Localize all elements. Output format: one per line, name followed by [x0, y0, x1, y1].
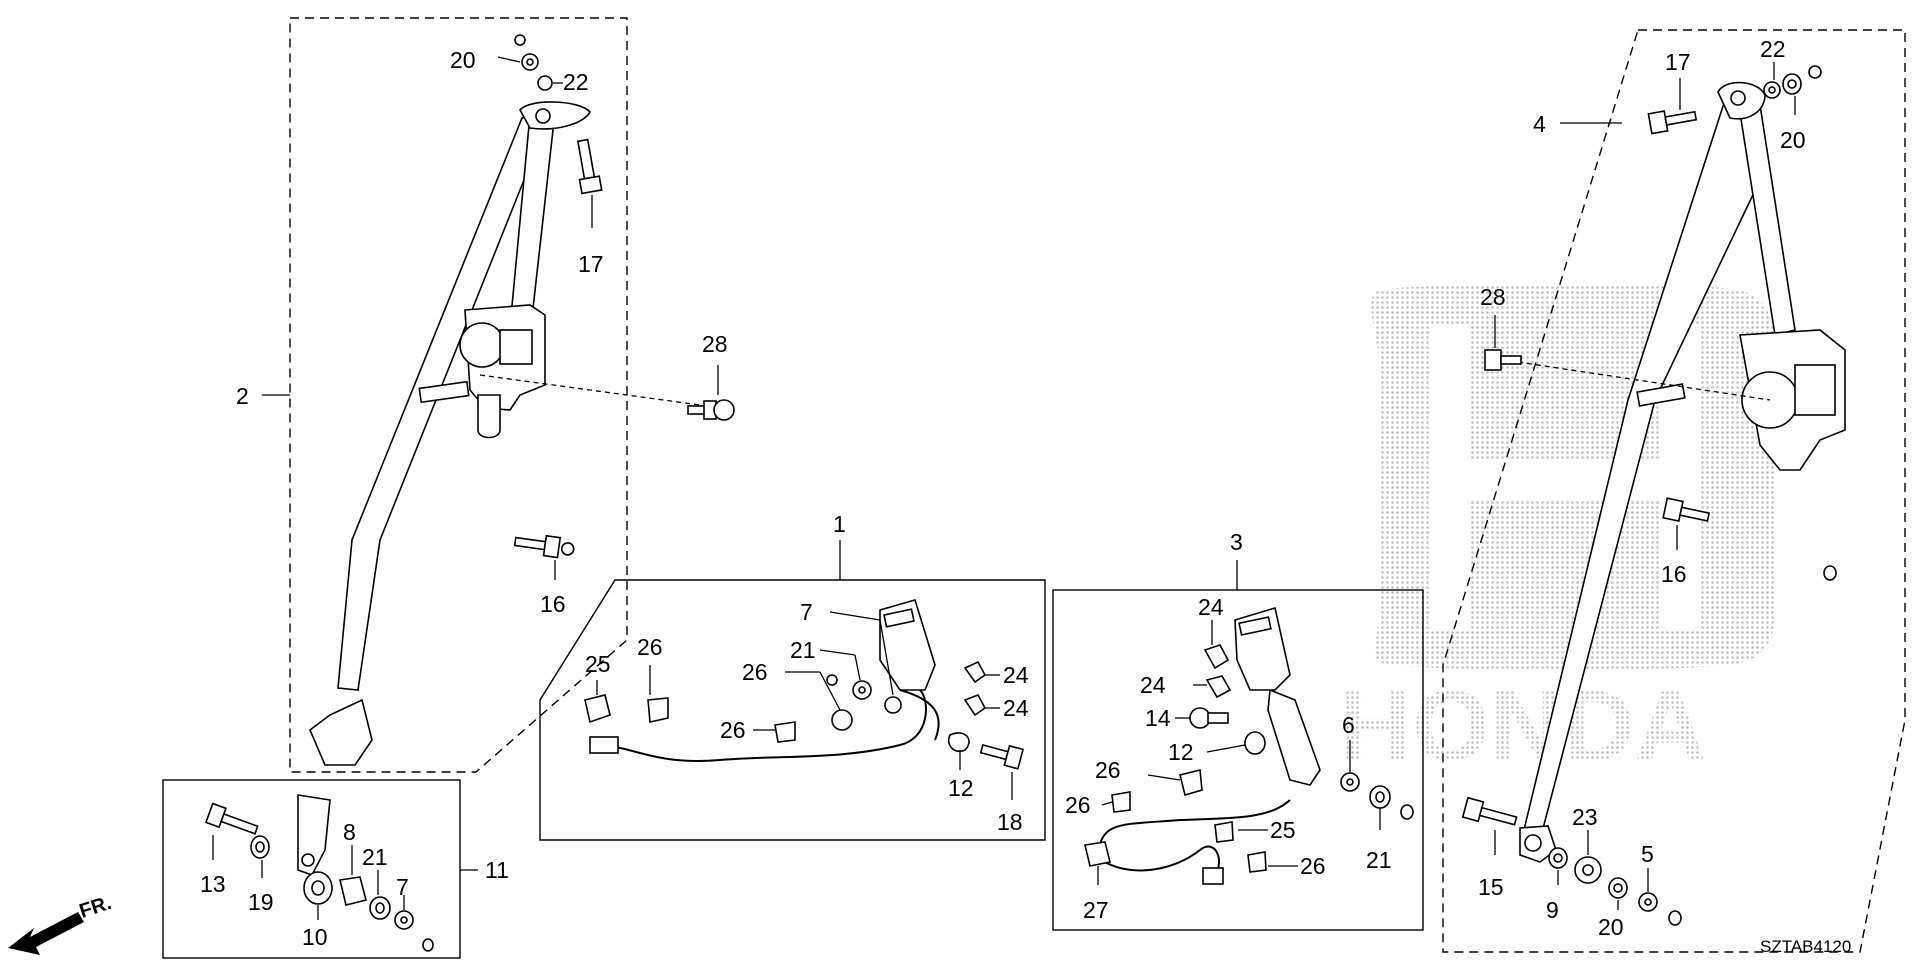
callout-27: 27	[1083, 897, 1109, 923]
callout-13: 13	[200, 871, 226, 897]
front-direction-arrow: FR.	[8, 892, 114, 955]
callout-26: 26	[742, 659, 768, 685]
group-2-boundary	[289, 17, 628, 773]
callout-19: 19	[248, 889, 274, 915]
bolt-17	[576, 138, 603, 195]
callout-21: 21	[362, 844, 388, 870]
callout-7: 7	[800, 599, 813, 625]
callout-20: 20	[1598, 914, 1624, 940]
callout-12: 12	[948, 775, 974, 801]
callout-15: 15	[1478, 874, 1504, 900]
group-1-boundary	[539, 579, 1046, 841]
callout-14: 14	[1145, 705, 1171, 731]
group-1-buckle: 1 7 21 26 26 26 25 24 24 12	[539, 511, 1046, 841]
group-1-label: 1	[833, 511, 846, 537]
group-3-buckle: 3 24 24 14 12 6 26 26	[1052, 529, 1424, 931]
honda-logo-watermark: HONDA	[1340, 284, 1776, 782]
group-4-boundary	[1442, 29, 1906, 953]
bolt-16	[513, 534, 575, 559]
group-4-label: 4	[1533, 111, 1546, 137]
callout-24: 24	[1140, 672, 1166, 698]
belt-guide	[418, 380, 470, 404]
callout-18: 18	[997, 809, 1023, 835]
bolt-13	[204, 802, 259, 835]
callout-26: 26	[637, 634, 663, 660]
group-3-boundary	[1052, 589, 1424, 931]
bolt-16	[1662, 497, 1711, 522]
callout-8: 8	[343, 819, 356, 845]
callout-21: 21	[790, 637, 816, 663]
callout-9: 9	[1546, 897, 1559, 923]
callout-20: 20	[450, 47, 476, 73]
callout-24: 24	[1003, 662, 1029, 688]
upper-anchor	[519, 101, 591, 130]
bolt-18	[979, 743, 1025, 770]
callout-25: 25	[585, 651, 611, 677]
callout-24: 24	[1003, 695, 1029, 721]
callout-24: 24	[1198, 594, 1224, 620]
group-11-anchor-set: 11 13 19 10 8 21 7	[162, 779, 509, 959]
callout-10: 10	[302, 924, 328, 950]
group-2-label: 2	[236, 383, 249, 409]
group-3-label: 3	[1230, 529, 1243, 555]
buckle-stalk	[1267, 688, 1321, 786]
callout-28: 28	[1480, 284, 1506, 310]
callout-12: 12	[1168, 739, 1194, 765]
belt-guide	[1636, 383, 1686, 407]
callout-26: 26	[1300, 853, 1326, 879]
callout-23: 23	[1572, 804, 1598, 830]
callout-7: 7	[396, 874, 409, 900]
connector	[589, 736, 619, 754]
callout-6: 6	[1342, 712, 1355, 738]
group-11-label: 11	[485, 857, 509, 883]
callout-21: 21	[1366, 847, 1392, 873]
callout-25: 25	[1270, 817, 1296, 843]
callout-17: 17	[578, 251, 604, 277]
front-label: FR.	[77, 892, 114, 923]
belt-lower-end	[309, 698, 373, 766]
callout-26: 26	[720, 717, 746, 743]
callout-17: 17	[1665, 49, 1691, 75]
bolt-28	[1484, 349, 1522, 371]
callout-20: 20	[1780, 127, 1806, 153]
bolt-28	[687, 399, 735, 421]
callout-16: 16	[540, 591, 566, 617]
group-2-left-belt: 2 20 22 17	[236, 17, 735, 773]
callout-26: 26	[1065, 792, 1091, 818]
callout-16: 16	[1661, 561, 1687, 587]
callout-22: 22	[1760, 36, 1786, 62]
callout-5: 5	[1641, 841, 1654, 867]
collar	[339, 876, 367, 906]
group-4-right-belt: 4 17 22 20	[1442, 29, 1906, 953]
bolt-15	[1461, 796, 1518, 826]
bolt-17	[1647, 110, 1698, 135]
callout-26: 26	[1095, 757, 1121, 783]
callout-22: 22	[563, 69, 589, 95]
watermark-text: HONDA	[1340, 670, 1707, 782]
group-11-boundary	[162, 779, 461, 959]
diagram-code: SZTAB4120	[1760, 937, 1851, 956]
callout-28: 28	[702, 331, 728, 357]
